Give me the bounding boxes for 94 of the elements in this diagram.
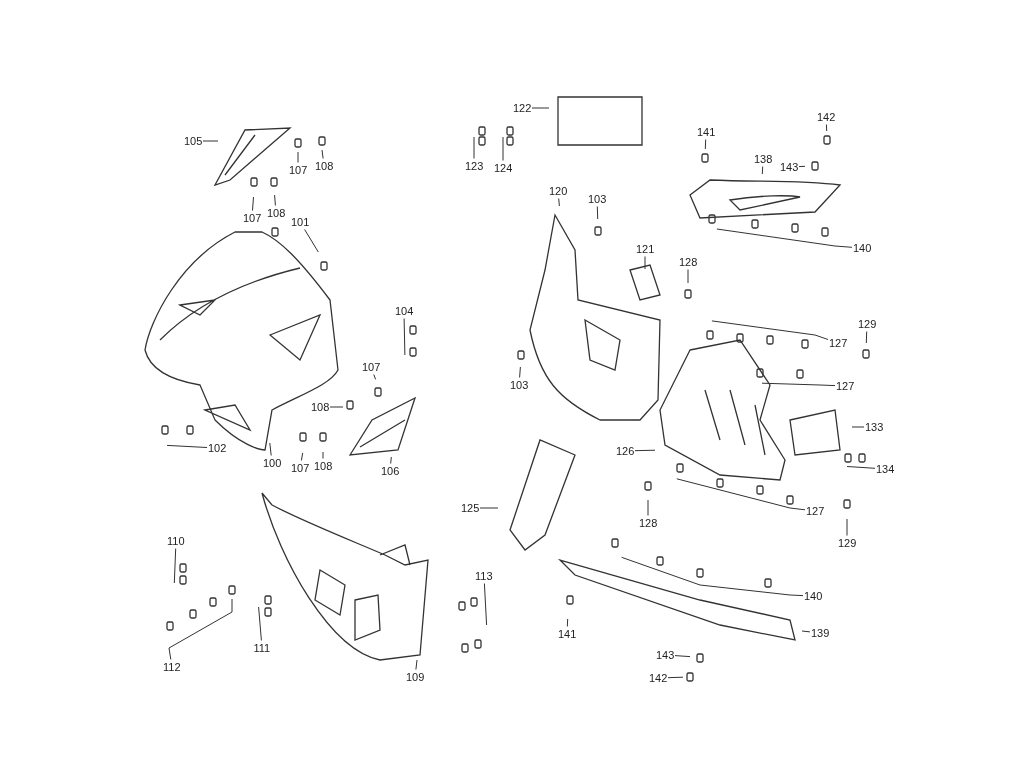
callout-number: 126 — [616, 444, 635, 458]
leader-line — [269, 442, 272, 456]
leader-line — [634, 449, 656, 452]
leader-line — [566, 618, 569, 627]
callout-number: 108 — [267, 206, 286, 220]
leader-line — [596, 206, 599, 220]
leader-line — [321, 149, 324, 159]
callout-number: 129 — [838, 536, 857, 550]
callout-number: 106 — [381, 464, 400, 478]
leader-line — [329, 406, 344, 408]
leader-line — [676, 478, 806, 511]
callout-number: 101 — [291, 215, 310, 229]
leader-line — [674, 655, 691, 658]
callout-number: 128 — [679, 255, 698, 269]
callout-number: 111 — [253, 641, 271, 655]
leader-line — [519, 366, 521, 378]
leader-line — [711, 320, 829, 340]
leader-line — [483, 583, 488, 626]
leader-line — [202, 140, 219, 142]
callout-number: 122 — [513, 101, 532, 115]
callout-number: 108 — [315, 159, 334, 173]
callout-number: 107 — [362, 360, 381, 374]
callout-number: 103 — [510, 378, 529, 392]
callout-number: 108 — [311, 400, 330, 414]
callout-number: 124 — [494, 161, 513, 175]
callout-number: 128 — [639, 516, 658, 530]
callout-number: 129 — [858, 317, 877, 331]
callout-number: 127 — [829, 336, 848, 350]
callout-number: 143 — [780, 160, 799, 174]
callout-number: 102 — [208, 441, 227, 455]
leader-line — [825, 124, 828, 132]
leader-line — [531, 107, 550, 109]
leader-line — [322, 451, 324, 459]
callout-number: 123 — [465, 159, 484, 173]
leader-line — [297, 151, 299, 163]
callout-number: 134 — [876, 462, 895, 476]
callout-number: 143 — [656, 648, 675, 662]
leader-line — [415, 659, 418, 670]
callout-number: 142 — [817, 110, 836, 124]
callout-number: 142 — [649, 671, 668, 685]
callout-number: 125 — [461, 501, 480, 515]
leader-line — [667, 676, 684, 679]
leader-line — [373, 374, 377, 380]
leader-line — [761, 166, 764, 175]
callout-number: 138 — [754, 152, 773, 166]
leader-line — [851, 426, 865, 428]
callout-number: 108 — [314, 459, 333, 473]
callout-number: 112 — [163, 660, 181, 674]
leader-line — [644, 256, 646, 270]
leader-line — [168, 598, 233, 660]
callout-number: 107 — [289, 163, 308, 177]
callout-number: 120 — [549, 184, 568, 198]
callout-number: 133 — [865, 420, 884, 434]
leader-line — [801, 630, 811, 633]
leader-line — [846, 518, 848, 536]
leader-line — [647, 499, 649, 516]
leader-line — [704, 139, 707, 150]
leader-line — [621, 556, 804, 597]
callout-number: 104 — [395, 304, 414, 318]
leader-line — [390, 456, 392, 464]
callout-number: 109 — [406, 670, 425, 684]
callout-number: 141 — [558, 627, 577, 641]
callout-number: 103 — [588, 192, 607, 206]
leader-line — [304, 229, 319, 253]
callout-number: 107 — [243, 211, 262, 225]
leader-line — [761, 382, 836, 387]
leader-line — [274, 194, 276, 206]
callout-number: 127 — [836, 379, 855, 393]
callout-number: 121 — [636, 242, 655, 256]
leader-line — [687, 269, 689, 284]
leader-line — [716, 228, 853, 248]
leader-line — [300, 452, 304, 461]
callout-number: 100 — [263, 456, 282, 470]
callout-number: 139 — [811, 626, 830, 640]
leader-line — [258, 606, 262, 641]
leader-line — [846, 466, 876, 469]
leader-line — [252, 196, 254, 211]
callout-number: 105 — [184, 134, 203, 148]
callout-number: 110 — [167, 534, 185, 548]
leader-line — [798, 165, 806, 168]
leader-line — [166, 444, 208, 448]
callout-number: 127 — [806, 504, 825, 518]
leader-line — [473, 136, 475, 159]
callout-number: 113 — [475, 569, 493, 583]
leader-line — [403, 318, 406, 356]
leader-line — [479, 507, 499, 509]
leader-line — [558, 198, 560, 207]
callout-number: 140 — [853, 241, 872, 255]
leader-line — [865, 331, 868, 344]
leader-line — [173, 548, 177, 584]
callout-number: 140 — [804, 589, 823, 603]
leader-line — [502, 136, 504, 161]
callout-number: 107 — [291, 461, 310, 475]
callout-number: 141 — [697, 125, 716, 139]
